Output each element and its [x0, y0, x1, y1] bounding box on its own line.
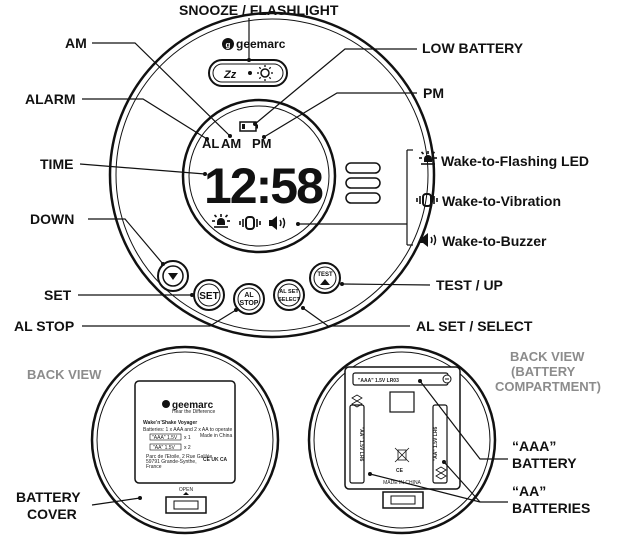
label-back-view-battery-2: (BATTERY [511, 364, 576, 379]
al-set-label-2: SELECT [278, 297, 300, 303]
back-address-1: Parc de l'Etoile, 2 Rue Galilée [146, 454, 212, 460]
test-up-button[interactable]: TEST [309, 262, 341, 294]
label-snooze-flashlight: SNOOZE / FLASHLIGHT [179, 2, 339, 18]
al-set-label-1: AL SET [279, 289, 299, 295]
back-view: BACK VIEW geemarc Hear the Difference Wa… [16, 345, 280, 535]
buzzer-icon [269, 216, 286, 230]
label-wake-vibration: Wake-to-Vibration [442, 193, 561, 209]
back-certification-marks: CE UK CA [203, 457, 228, 463]
label-low-battery: LOW BATTERY [422, 40, 524, 56]
battery-compartment-view: BACK VIEW (BATTERY COMPARTMENT) "AAA" 1.… [307, 345, 601, 535]
label-battery-cover-2: COVER [27, 506, 77, 522]
led-flash-icon [212, 214, 230, 228]
label-al-set-select: AL SET / SELECT [416, 318, 533, 334]
label-alarm: ALARM [25, 91, 76, 107]
label-pm: PM [423, 85, 444, 101]
label-test-up: TEST / UP [436, 277, 503, 293]
back-made-in: Made in China [200, 433, 232, 439]
set-button-label: SET [199, 291, 218, 302]
legend-buzzer-icon [420, 233, 437, 247]
legend-led-icon [419, 151, 437, 165]
compartment-tab [389, 391, 415, 413]
back-tagline: Hear the Difference [172, 409, 215, 415]
aaa-battery: "AAA" 1.5V LR03 [352, 372, 452, 386]
aa-battery-right: "AA" 1.5V LR6 [432, 404, 448, 484]
down-button[interactable] [157, 260, 189, 292]
label-battery-cover-1: BATTERY [16, 489, 81, 505]
aa-battery-left-label: "AA" 1.5V LR6 [358, 427, 364, 462]
weee-bin-icon [394, 447, 410, 463]
lcd-pm-indicator: PM [252, 136, 272, 151]
snooze-icon: Zz [223, 69, 237, 81]
label-aaa-battery-1: “AAA” [512, 438, 556, 454]
label-am: AM [65, 35, 87, 51]
open-arrow-icon [183, 492, 189, 495]
back-aaa-spec: "AAA" 1.5V [152, 435, 178, 441]
brand-name: geemarc [236, 37, 286, 51]
legend-vibration-icon [416, 193, 438, 207]
lcd-display: AL AM PM 12:58 [202, 121, 325, 230]
label-set: SET [44, 287, 72, 303]
back-aa-spec: "AA" 1.5V [153, 445, 176, 451]
svg-text:g: g [226, 41, 231, 50]
set-button[interactable]: SET [193, 279, 225, 311]
display-ring-inner [188, 105, 330, 247]
aa-battery-left: "AA" 1.5V LR6 [349, 394, 365, 484]
front-callouts: SNOOZE / FLASHLIGHT AM LOW BATTERY ALARM… [14, 2, 589, 334]
battery-cover-latch[interactable]: OPEN [165, 487, 207, 514]
label-back-view-battery-3: COMPARTMENT) [495, 379, 601, 394]
label-wake-buzzer: Wake-to-Buzzer [442, 233, 547, 249]
label-aa-batteries-1: “AA” [512, 483, 546, 499]
back-aaa-qty: x 1 [184, 435, 191, 441]
back-open-label: OPEN [179, 487, 194, 493]
al-stop-label-2: STOP [240, 300, 259, 307]
lcd-al-indicator: AL [202, 136, 219, 151]
back-product-name: WakeʼnʼShake Voyager [143, 420, 197, 426]
lcd-am-indicator: AM [221, 136, 241, 151]
label-aaa-battery-2: BATTERY [512, 455, 577, 471]
aaa-battery-label: "AAA" 1.5V LR03 [358, 378, 399, 384]
label-time: TIME [40, 156, 73, 172]
snooze-flashlight-button[interactable]: Zz [208, 59, 288, 87]
low-battery-icon [239, 121, 258, 132]
speaker-grille [345, 162, 381, 204]
back-label-text: geemarc Hear the Difference WakeʼnʼShake… [143, 400, 232, 470]
back-aa-qty: x 2 [184, 445, 191, 451]
back-address-2: 59791 Grande-Synthe, [146, 459, 197, 465]
test-button-label: TEST [317, 272, 333, 278]
label-back-view-battery-1: BACK VIEW [510, 349, 585, 364]
compartment-latch [382, 491, 424, 509]
al-stop-button[interactable]: AL STOP [233, 283, 265, 315]
al-set-select-button[interactable]: AL SET SELECT [273, 279, 305, 311]
back-brand: geemarc [172, 400, 214, 411]
compartment-cavity [344, 366, 461, 490]
front-view: g geemarc Zz [108, 11, 436, 339]
label-al-stop: AL STOP [14, 318, 74, 334]
down-arrow-icon [168, 273, 178, 280]
compartment-made-in: MADE IN CHINA [383, 480, 421, 486]
al-stop-label-1: AL [244, 292, 254, 299]
label-down: DOWN [30, 211, 74, 227]
battery-cover-panel [134, 380, 236, 484]
vibration-icon [239, 216, 261, 230]
label-aa-batteries-2: BATTERIES [512, 500, 590, 516]
flashlight-icon [257, 65, 273, 81]
back-address-3: France [146, 464, 162, 470]
svg-text:CE: CE [396, 468, 404, 474]
back-batteries-note: Batteries: 1 x AAA and 2 x AA to operate [143, 427, 232, 433]
lcd-time-digits: 12:58 [204, 158, 323, 214]
label-back-view: BACK VIEW [27, 367, 102, 382]
aa-battery-right-label: "AA" 1.5V LR6 [433, 427, 439, 462]
label-wake-led: Wake-to-Flashing LED [441, 153, 589, 169]
up-arrow-icon [320, 279, 330, 285]
